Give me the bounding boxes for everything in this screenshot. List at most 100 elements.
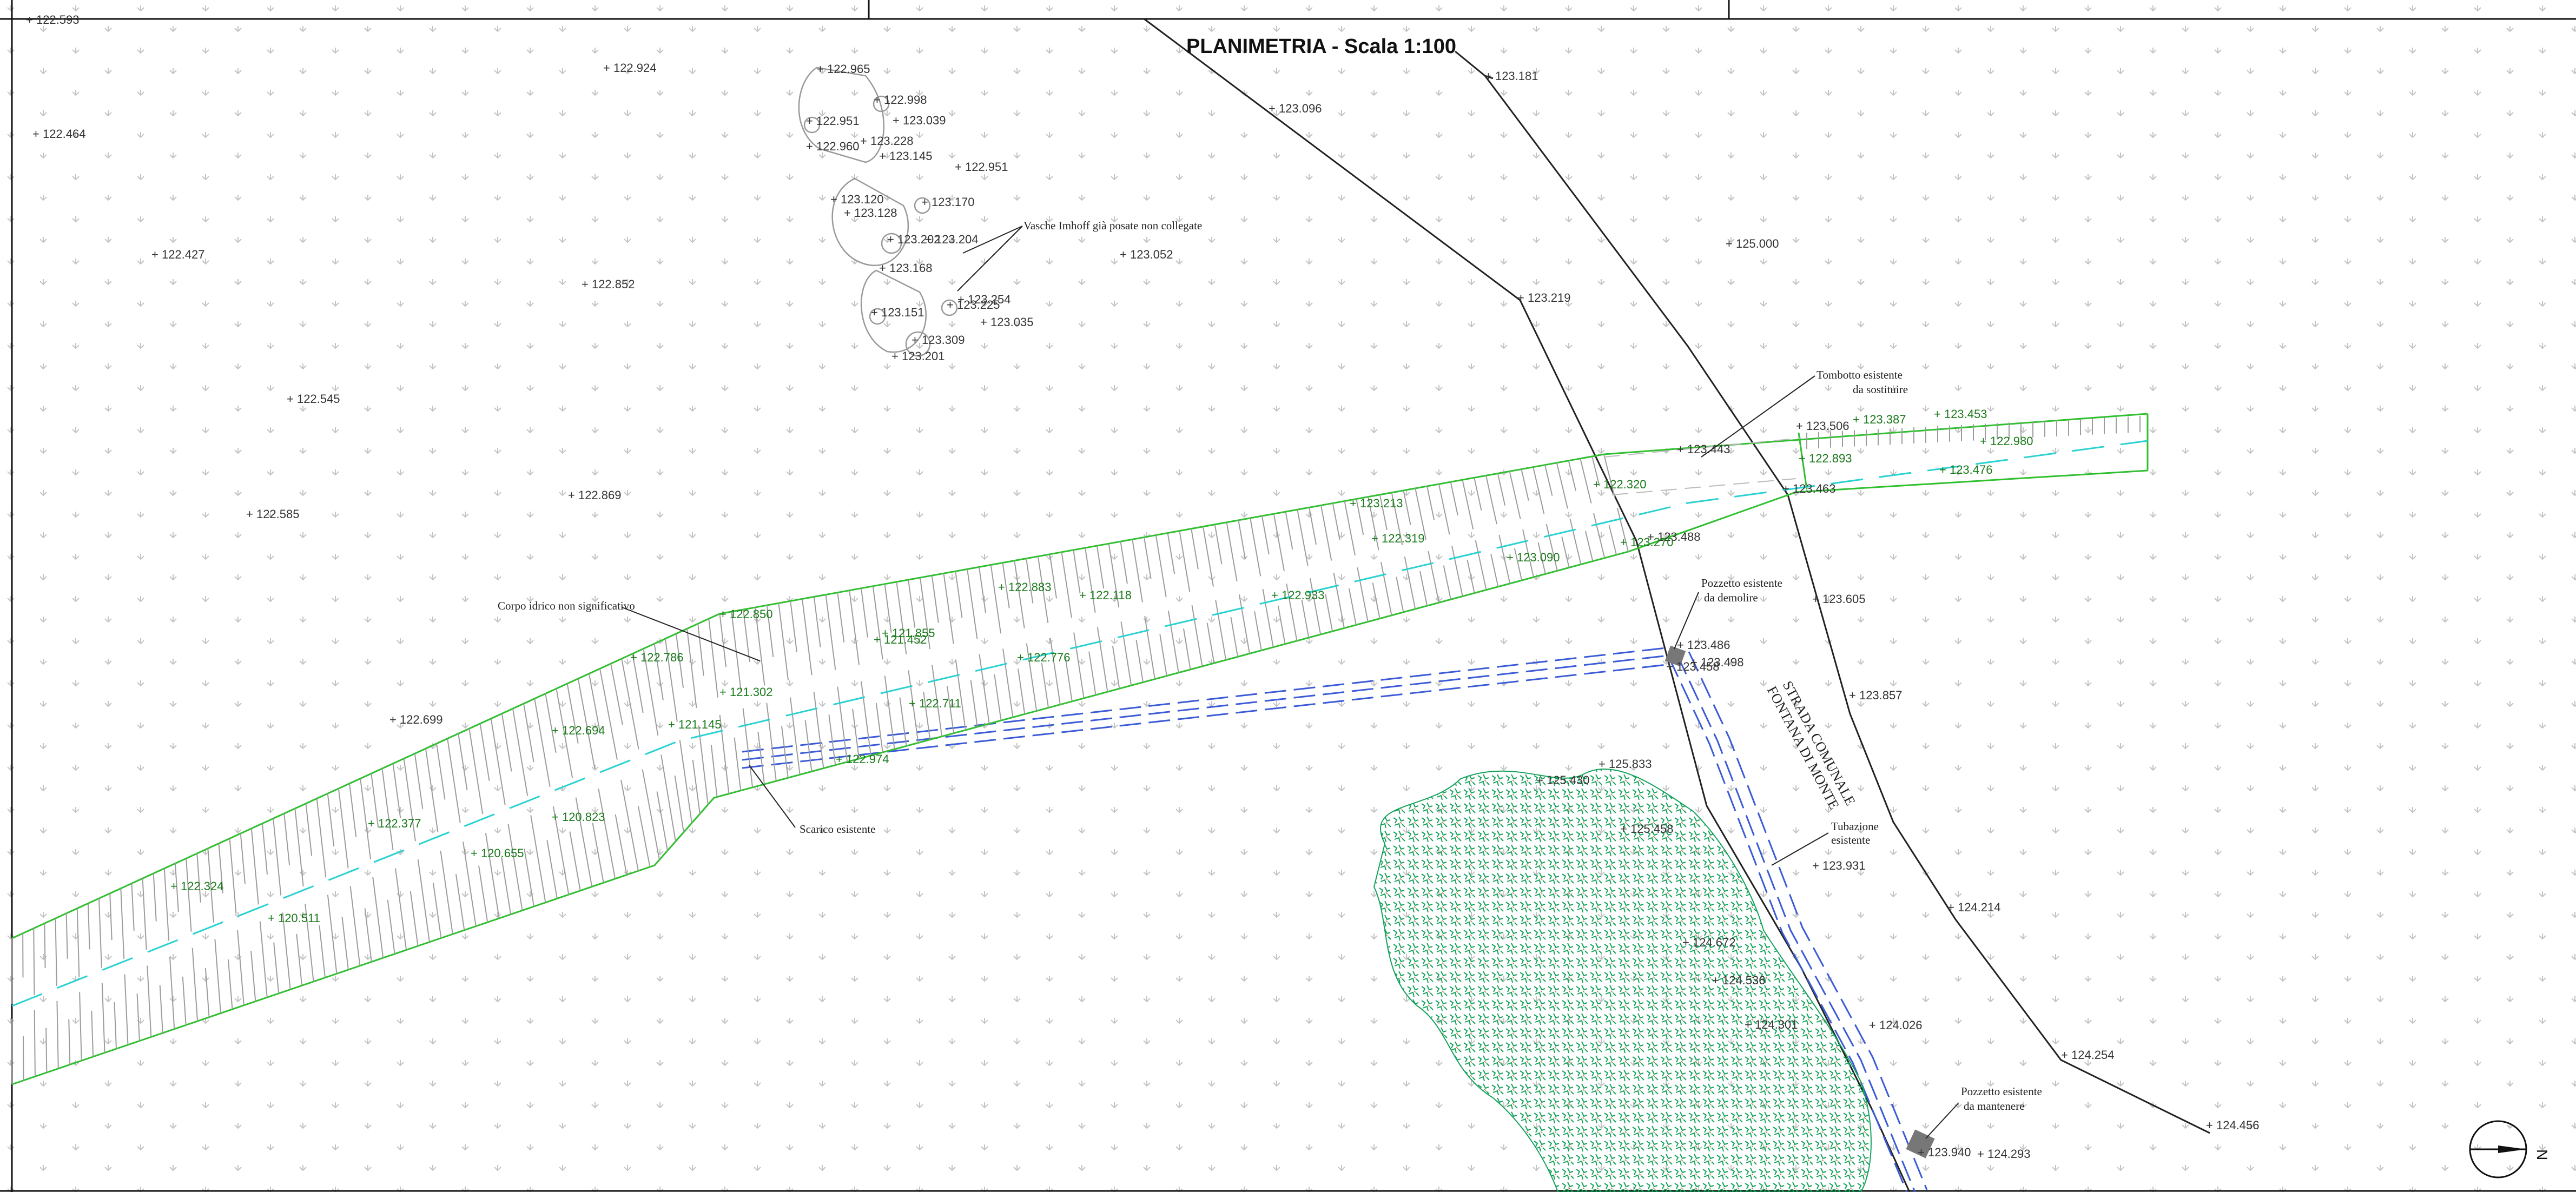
spot-height: + 122.850 bbox=[719, 607, 772, 621]
note-pipe-2: esistente bbox=[1831, 833, 1870, 846]
existing-pipeline bbox=[1668, 651, 1928, 1192]
spot-height: + 122.951 bbox=[806, 114, 859, 128]
spot-height: + 120.823 bbox=[552, 810, 605, 824]
spot-height: + 123.453 bbox=[1934, 407, 1987, 421]
spot-height: + 123.039 bbox=[893, 114, 946, 127]
spot-height: + 120.655 bbox=[471, 846, 524, 860]
spot-height: + 123.940 bbox=[1918, 1145, 1971, 1159]
spot-height: + 122.427 bbox=[151, 248, 204, 261]
spot-height: + 122.883 bbox=[998, 580, 1051, 594]
channel-waterline bbox=[11, 440, 2148, 1007]
spot-height: + 122.924 bbox=[603, 61, 656, 75]
spot-height: + 125.430 bbox=[1536, 773, 1589, 787]
channel-outline bbox=[11, 413, 2149, 1085]
discharge-pipe bbox=[742, 647, 1672, 769]
note-culvert-2: da sostituire bbox=[1853, 383, 1908, 396]
spot-heights: + 122.593 + 122.924 + 122.965 + 122.998 + 12… bbox=[26, 13, 2259, 1161]
leader-lines bbox=[622, 226, 1959, 1139]
spot-height: + 123.443 bbox=[1677, 442, 1730, 456]
spot-height: + 122.545 bbox=[287, 392, 340, 406]
spot-height: + 122.776 bbox=[1017, 651, 1070, 664]
north-label: N bbox=[2534, 1149, 2551, 1160]
spot-height: + 125.458 bbox=[1620, 822, 1673, 836]
road-edges bbox=[1144, 18, 2210, 1192]
spot-height: + 123.931 bbox=[1812, 859, 1865, 872]
spot-height: + 125.000 bbox=[1726, 237, 1779, 250]
spot-height: + 122.893 bbox=[1799, 452, 1852, 465]
note-manhole-demolish-2: da demolire bbox=[1704, 591, 1758, 604]
spot-height: + 123.120 bbox=[830, 193, 883, 206]
spot-height: + 121.855 bbox=[882, 626, 935, 640]
spot-height: + 123.213 bbox=[1350, 496, 1403, 510]
spot-height: + 123.228 bbox=[860, 134, 913, 148]
spot-height: + 123.463 bbox=[1782, 482, 1835, 495]
spot-height: + 122.786 bbox=[630, 651, 683, 664]
spot-height: + 123.387 bbox=[1853, 413, 1906, 426]
spot-height: + 122.998 bbox=[874, 93, 927, 107]
spot-height: + 123.309 bbox=[911, 333, 965, 347]
spot-height: + 121.145 bbox=[668, 718, 721, 731]
spot-height: + 122.464 bbox=[32, 127, 85, 141]
spot-height: + 123.201 bbox=[891, 349, 944, 363]
spot-height: + 123.486 bbox=[1677, 638, 1730, 652]
north-arrow-icon: N bbox=[2469, 1120, 2551, 1178]
spot-height: + 122.980 bbox=[1980, 434, 2033, 448]
manhole-to-demolish bbox=[1665, 645, 1686, 667]
spot-height: + 123.476 bbox=[1939, 463, 1992, 476]
tree-canopy bbox=[1373, 768, 1872, 1192]
culvert-existing bbox=[1603, 438, 1802, 495]
spot-height: + 122.118 bbox=[1079, 588, 1132, 602]
spot-height: + 124.026 bbox=[1869, 1018, 1922, 1032]
spot-height: + 122.320 bbox=[1593, 478, 1646, 491]
spot-height: + 121.302 bbox=[719, 685, 772, 699]
spot-height: + 123.498 bbox=[1690, 655, 1743, 669]
note-water-body: Corpo idrico non significativo bbox=[498, 599, 635, 612]
spot-height: + 122.974 bbox=[836, 752, 889, 766]
note-manhole-keep-2: da mantenere bbox=[1964, 1100, 2025, 1112]
spot-height: + 123.151 bbox=[871, 306, 924, 319]
spot-height: + 123.181 bbox=[1485, 69, 1538, 83]
note-pipe-1: Tubazione bbox=[1831, 820, 1879, 833]
channel-hatching bbox=[11, 416, 2141, 1084]
spot-height: + 123.090 bbox=[1507, 551, 1560, 564]
spot-height: + 123.219 bbox=[1517, 291, 1570, 304]
spot-height: + 123.225 bbox=[947, 298, 1000, 312]
spot-height: + 124.301 bbox=[1745, 1018, 1798, 1031]
spot-height: + 124.456 bbox=[2206, 1118, 2259, 1132]
spot-height: + 123.458 bbox=[1666, 660, 1719, 673]
spot-height: + 122.869 bbox=[568, 488, 621, 502]
spot-height: + 124.536 bbox=[1712, 974, 1765, 987]
spot-height: + 124.293 bbox=[1977, 1147, 2030, 1161]
spot-height: + 123.035 bbox=[980, 315, 1033, 329]
spot-height: + 122.694 bbox=[552, 724, 605, 737]
spot-height: + 122.319 bbox=[1371, 532, 1424, 545]
spot-height: + 123.170 bbox=[921, 195, 974, 209]
spot-height: + 123.052 bbox=[1120, 248, 1173, 261]
spot-height: + 122.951 bbox=[955, 160, 1008, 174]
note-manhole-keep-1: Pozzetto esistente bbox=[1961, 1085, 2042, 1098]
spot-height: + 122.324 bbox=[170, 879, 223, 893]
spot-height: + 123.270 bbox=[1620, 535, 1673, 549]
spot-height: + 124.254 bbox=[2061, 1048, 2114, 1062]
note-discharge: Scarico esistente bbox=[800, 823, 876, 836]
spot-height: + 123.096 bbox=[1269, 102, 1322, 115]
spot-height: + 124.214 bbox=[1947, 900, 2000, 914]
spot-height: + 123.145 bbox=[879, 149, 932, 163]
spot-height: + 122.585 bbox=[246, 507, 299, 521]
spot-height: + 122.965 bbox=[817, 62, 870, 76]
spot-height: + 122.960 bbox=[806, 140, 859, 153]
spot-height: + 122.933 bbox=[1271, 588, 1324, 602]
spot-height: + 123.254 bbox=[957, 293, 1010, 306]
spot-height: + 122.593 bbox=[26, 13, 79, 27]
spot-height: + 122.377 bbox=[368, 817, 421, 830]
note-manhole-demolish-1: Pozzetto esistente bbox=[1701, 577, 1782, 590]
spot-height: + 122.711 bbox=[909, 697, 961, 710]
spot-height: + 123.488 bbox=[1647, 530, 1700, 544]
spot-height: + 125.833 bbox=[1599, 757, 1652, 771]
spot-height: + 122.852 bbox=[582, 277, 635, 291]
spot-height: + 123.202 bbox=[887, 233, 940, 246]
spot-height: + 121.452 bbox=[874, 633, 927, 646]
imhoff-tanks bbox=[798, 67, 958, 357]
